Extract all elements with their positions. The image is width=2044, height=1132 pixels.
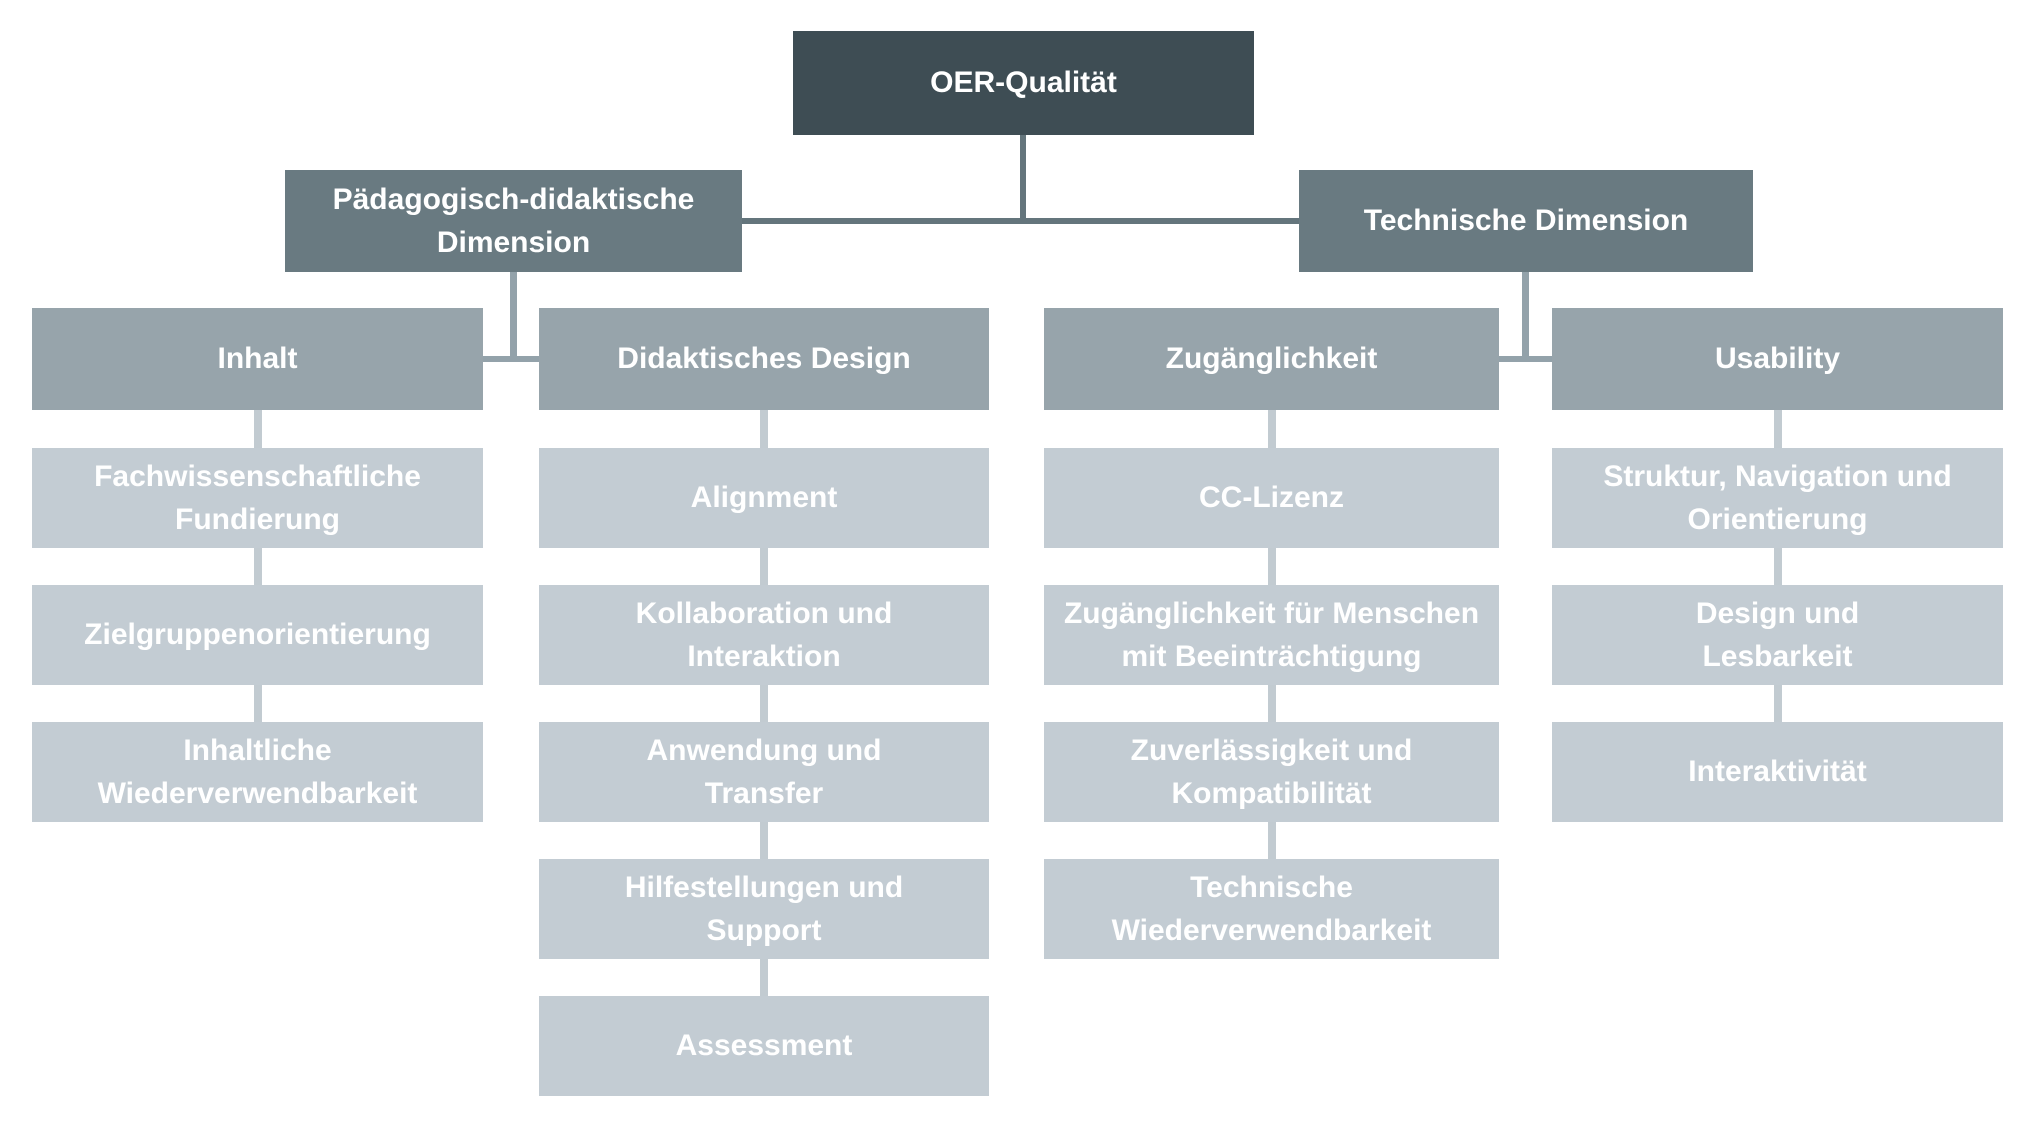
connector-left-dimension-vertical: [510, 272, 517, 360]
connector-col3-seg3: [1268, 685, 1276, 722]
connector-root-vertical: [1020, 135, 1026, 221]
node-hilfestellungen-und-support: Hilfestellungen und Support: [539, 859, 989, 959]
connector-left-headers-stub: [483, 356, 540, 362]
node-technische-wiederverwendbarkeit: Technische Wiederverwendbarkeit: [1044, 859, 1499, 959]
connector-col3-seg2: [1268, 548, 1276, 585]
connector-right-headers-stub: [1499, 356, 1552, 362]
node-zugaenglichkeit: Zugänglichkeit: [1044, 308, 1499, 410]
node-paedagogisch-didaktische-dimension: Pädagogisch-didaktische Dimension: [285, 170, 742, 272]
node-didaktisches-design: Didaktisches Design: [539, 308, 989, 410]
node-anwendung-und-transfer: Anwendung und Transfer: [539, 722, 989, 822]
connector-col4-seg1: [1774, 410, 1782, 448]
node-inhaltliche-wiederverwendbarkeit: Inhaltliche Wiederverwendbarkeit: [32, 722, 483, 822]
connector-col1-seg2: [254, 548, 262, 585]
connector-col2-seg4: [760, 822, 768, 859]
connector-col1-seg3: [254, 685, 262, 722]
connector-right-dimension-vertical: [1522, 272, 1529, 360]
connector-col3-seg1: [1268, 410, 1276, 448]
node-struktur-navigation-orientierung: Struktur, Navigation und Orientierung: [1552, 448, 2003, 548]
node-technische-dimension: Technische Dimension: [1299, 170, 1753, 272]
node-oer-qualitaet: OER-Qualität: [793, 31, 1254, 135]
node-cc-lizenz: CC-Lizenz: [1044, 448, 1499, 548]
node-zuverlaessigkeit-und-kompatibilitaet: Zuverlässigkeit und Kompatibilität: [1044, 722, 1499, 822]
connector-col2-seg1: [760, 410, 768, 448]
node-design-und-lesbarkeit: Design und Lesbarkeit: [1552, 585, 2003, 685]
node-assessment: Assessment: [539, 996, 989, 1096]
connector-col1-seg1: [254, 410, 262, 448]
node-interaktivitaet: Interaktivität: [1552, 722, 2003, 822]
node-usability: Usability: [1552, 308, 2003, 410]
node-alignment: Alignment: [539, 448, 989, 548]
connector-col3-seg4: [1268, 822, 1276, 859]
connector-col4-seg3: [1774, 685, 1782, 722]
connector-col2-seg2: [760, 548, 768, 585]
connector-col4-seg2: [1774, 548, 1782, 585]
connector-col2-seg5: [760, 959, 768, 996]
connector-dimensions-horizontal: [742, 218, 1299, 224]
node-fachwissenschaftliche-fundierung: Fachwissenschaftliche Fundierung: [32, 448, 483, 548]
node-zugaenglichkeit-fuer-menschen: Zugänglichkeit für Menschen mit Beeinträ…: [1044, 585, 1499, 685]
node-kollaboration-und-interaktion: Kollaboration und Interaktion: [539, 585, 989, 685]
connector-col2-seg3: [760, 685, 768, 722]
node-inhalt: Inhalt: [32, 308, 483, 410]
node-zielgruppenorientierung: Zielgruppenorientierung: [32, 585, 483, 685]
